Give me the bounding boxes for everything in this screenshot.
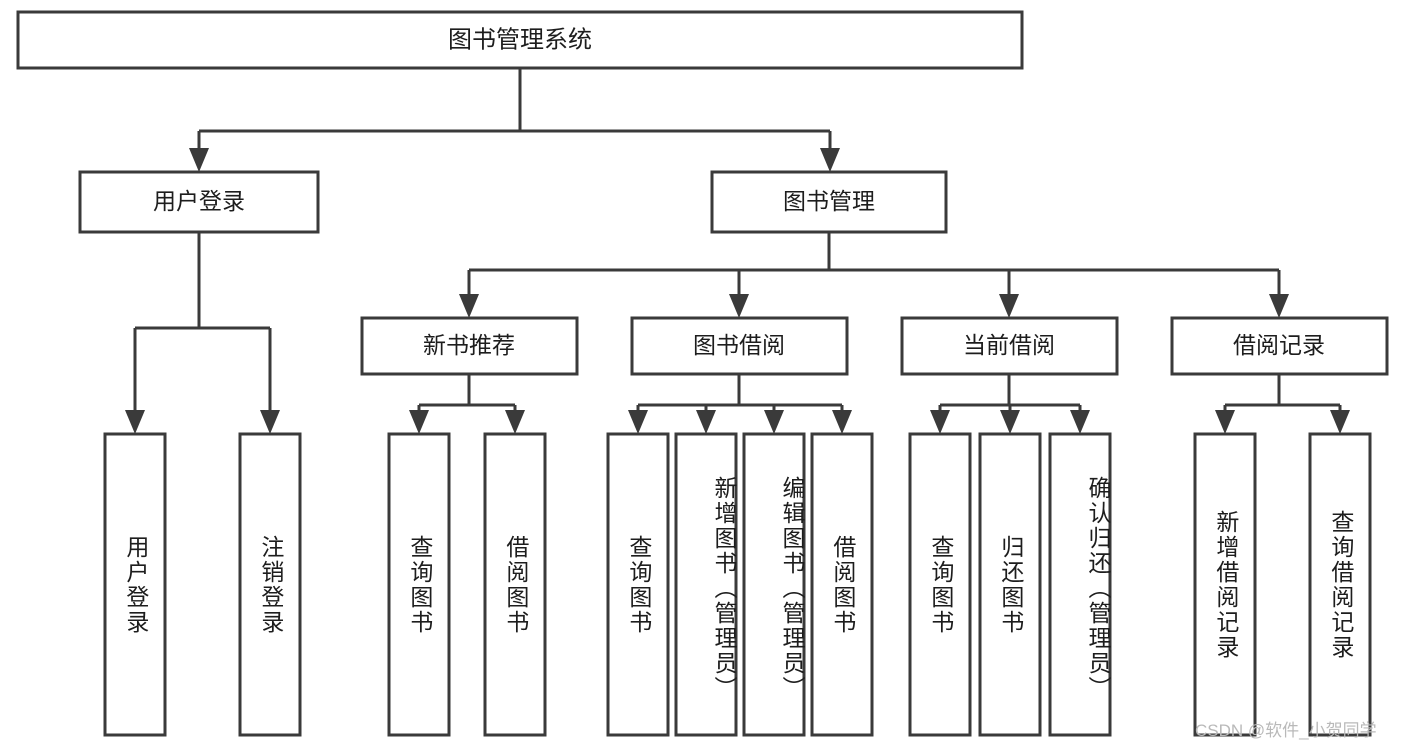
arrow-leaf-borrow-book-2 [832,410,852,434]
arrow-leaf-add-book [696,410,716,434]
edges-root-to-level2 [189,68,840,172]
node-book-manage[interactable]: 图书管理 [710,170,948,234]
node-new-book-rec-label: 新书推荐 [423,332,515,358]
arrow-to-current-borrow [999,294,1019,318]
arrow-to-user-login [189,148,209,172]
node-current-borrow-box [900,316,1119,376]
node-current-borrow-label: 当前借阅 [963,332,1055,358]
leaf-confirm-return-box[interactable] [1048,432,1112,737]
node-root-box [16,10,1024,70]
node-new-book-rec-box [360,316,579,376]
node-user-login[interactable]: 用户登录 [78,170,320,234]
arrow-to-book-manage [820,148,840,172]
leaf-user-logout-box[interactable] [238,432,302,737]
edges-borrow-record-to-leaves [1215,374,1350,434]
arrow-leaf-query-record [1330,410,1350,434]
arrow-leaf-query-book-2 [628,410,648,434]
arrow-to-book-borrow [729,294,749,318]
node-book-manage-label: 图书管理 [783,188,875,214]
node-book-borrow[interactable]: 图书借阅 [630,316,849,376]
node-book-borrow-label: 图书借阅 [693,332,785,358]
arrow-leaf-borrow-book-1 [505,410,525,434]
arrow-leaf-edit-book [764,410,784,434]
node-borrow-record[interactable]: 借阅记录 [1170,316,1389,376]
node-borrow-record-box [1170,316,1389,376]
node-root[interactable]: 图书管理系统 [16,10,1024,70]
leaf-borrow-book-2-box[interactable] [810,432,874,737]
edges-book-borrow-to-leaves [628,374,852,434]
csdn-watermark: CSDN @软件_小贺同学 [1195,721,1377,740]
leaf-user-login-box[interactable] [103,432,167,737]
leaf-query-book-3-box[interactable] [908,432,972,737]
node-root-label: 图书管理系统 [448,26,592,53]
leaf-add-book-box[interactable] [674,432,738,737]
arrow-leaf-user-login [125,410,145,434]
node-current-borrow[interactable]: 当前借阅 [900,316,1119,376]
node-book-borrow-box [630,316,849,376]
edges-book-manage-to-level3 [459,232,1289,318]
edges-user-login-to-leaves [125,232,280,434]
leaf-query-record-box[interactable] [1308,432,1372,737]
leaf-query-book-1-box[interactable] [387,432,451,737]
edges-new-book-rec-to-leaves [409,374,525,434]
leaf-add-record-box[interactable] [1193,432,1257,737]
arrow-leaf-return-book [1000,410,1020,434]
edges-current-borrow-to-leaves [930,374,1090,434]
arrow-leaf-query-book-3 [930,410,950,434]
arrow-leaf-confirm-return [1070,410,1090,434]
arrow-leaf-add-record [1215,410,1235,434]
node-borrow-record-label: 借阅记录 [1233,332,1325,358]
arrow-leaf-user-logout [260,410,280,434]
leaf-borrow-book-1-box[interactable] [483,432,547,737]
leaf-edit-book-box[interactable] [742,432,806,737]
node-new-book-rec[interactable]: 新书推荐 [360,316,579,376]
leaf-return-book-box[interactable] [978,432,1042,737]
arrow-to-new-book-rec [459,294,479,318]
node-book-manage-box [710,170,948,234]
arrow-leaf-query-book-1 [409,410,429,434]
arrow-to-borrow-record [1269,294,1289,318]
node-user-login-label: 用户登录 [153,188,245,214]
leaf-query-book-2-box[interactable] [606,432,670,737]
